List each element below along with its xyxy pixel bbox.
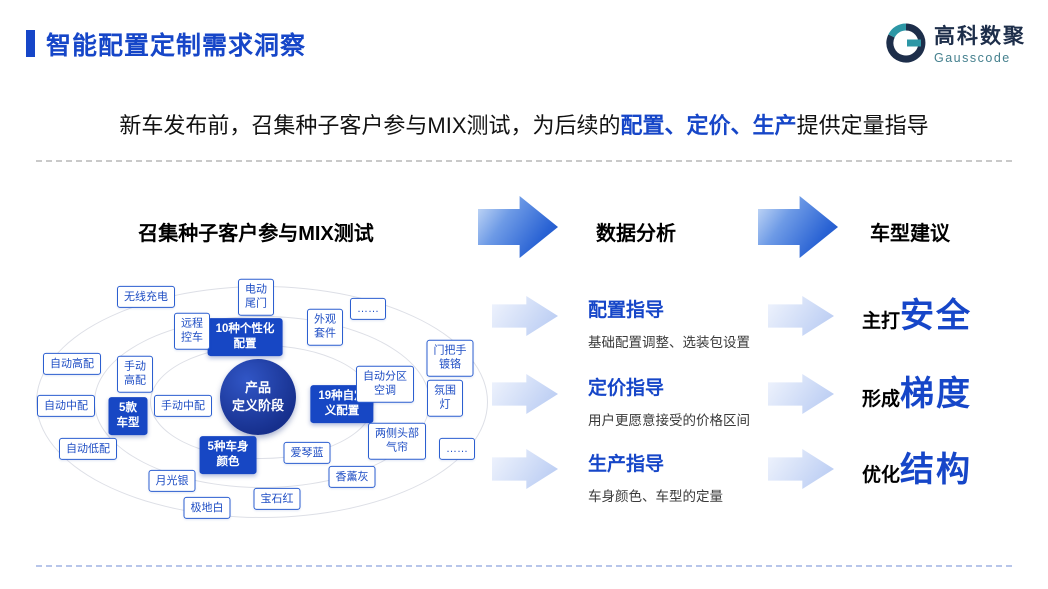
subtitle: 新车发布前，召集种子客户参与MIX测试，为后续的配置、定价、生产提供定量指导 xyxy=(0,108,1048,140)
guidance-arrow-left-2-icon xyxy=(492,374,558,414)
keyword-prefix: 优化 xyxy=(862,465,901,486)
guidance-title: 生产指导 xyxy=(588,454,665,475)
gausscode-logo-icon xyxy=(886,22,926,62)
bottom-divider xyxy=(36,565,1012,567)
feature-chip: 自动高配 xyxy=(43,352,101,376)
title-accent-bar xyxy=(26,30,35,57)
keyword-row-safety: 主打安全 xyxy=(862,288,972,337)
feature-chip: …… xyxy=(350,297,386,321)
page-title: 智能配置定制需求洞察 xyxy=(46,32,307,60)
feature-chip: 手动中配 xyxy=(154,394,212,418)
feature-chip: 无线充电 xyxy=(117,285,175,309)
keyword-prefix: 形成 xyxy=(862,389,901,410)
flow-arrow-1-icon xyxy=(478,196,558,258)
feature-chip: 外观 套件 xyxy=(307,308,343,346)
feature-chip: 自动低配 xyxy=(59,437,117,461)
feature-chip: 爱琴蓝 xyxy=(283,441,331,465)
feature-chip: 远程 控车 xyxy=(174,312,210,350)
guidance-desc: 基础配置调整、选装包设置 xyxy=(588,335,750,350)
feature-chip: 氛围 灯 xyxy=(427,379,463,417)
guidance-title: 定价指导 xyxy=(588,378,665,399)
step-title-mix-test: 召集种子客户参与MIX测试 xyxy=(138,223,374,245)
guidance-title: 配置指导 xyxy=(588,300,665,321)
feature-chip: 两侧头部 气帘 xyxy=(368,422,426,460)
feature-chip: 宝石红 xyxy=(253,487,301,511)
keyword-row-gradient: 形成梯度 xyxy=(862,366,972,415)
feature-chip: 香薰灰 xyxy=(328,465,376,489)
feature-chip: 自动中配 xyxy=(37,394,95,418)
flow-arrow-2-icon xyxy=(758,196,838,258)
category-chip-personalized-config: 10种个性化 配置 xyxy=(207,318,283,356)
feature-chip: 自动分区 空调 xyxy=(356,365,414,403)
logo-name: 高科数聚 xyxy=(934,25,1026,48)
category-chip-models: 5款 车型 xyxy=(108,397,148,435)
guidance-row-pricing: 定价指导 用户更愿意接受的价格区间 xyxy=(588,373,798,429)
feature-chip: 手动 高配 xyxy=(117,355,153,393)
keyword-main: 安全 xyxy=(900,297,973,335)
subtitle-highlight: 配置、定价、生产 xyxy=(620,113,797,138)
guidance-arrow-left-1-icon xyxy=(492,296,558,336)
logo-subtitle: Gausscode xyxy=(934,51,1011,65)
feature-chip: 门把手 镀铬 xyxy=(426,339,474,377)
logo: 高科数聚 Gausscode xyxy=(886,20,1026,65)
feature-chip: 极地白 xyxy=(183,496,231,520)
subtitle-pre: 新车发布前，召集种子客户参与MIX测试，为后续的 xyxy=(119,113,621,138)
guidance-desc: 车身颜色、车型的定量 xyxy=(588,489,723,504)
feature-chip: 月光银 xyxy=(148,469,196,493)
guidance-desc: 用户更愿意接受的价格区间 xyxy=(588,413,750,428)
category-chip-body-colors: 5种车身 颜色 xyxy=(199,436,257,474)
logo-text: 高科数聚 Gausscode xyxy=(934,20,1026,65)
top-divider xyxy=(36,160,1012,162)
guidance-row-production: 生产指导 车身颜色、车型的定量 xyxy=(588,449,798,505)
keyword-main: 梯度 xyxy=(900,375,973,413)
guidance-row-config: 配置指导 基础配置调整、选装包设置 xyxy=(588,295,798,351)
center-node: 产品 定义阶段 xyxy=(220,359,296,435)
feature-chip: …… xyxy=(439,437,475,461)
keyword-row-structure: 优化结构 xyxy=(862,442,972,491)
feature-chip: 电动 尾门 xyxy=(238,278,274,316)
guidance-arrow-left-3-icon xyxy=(492,449,558,489)
step-title-model-suggestion: 车型建议 xyxy=(870,223,950,245)
subtitle-post: 提供定量指导 xyxy=(796,113,929,138)
keyword-prefix: 主打 xyxy=(862,311,901,332)
step-title-data-analysis: 数据分析 xyxy=(596,223,676,245)
keyword-main: 结构 xyxy=(900,451,973,489)
